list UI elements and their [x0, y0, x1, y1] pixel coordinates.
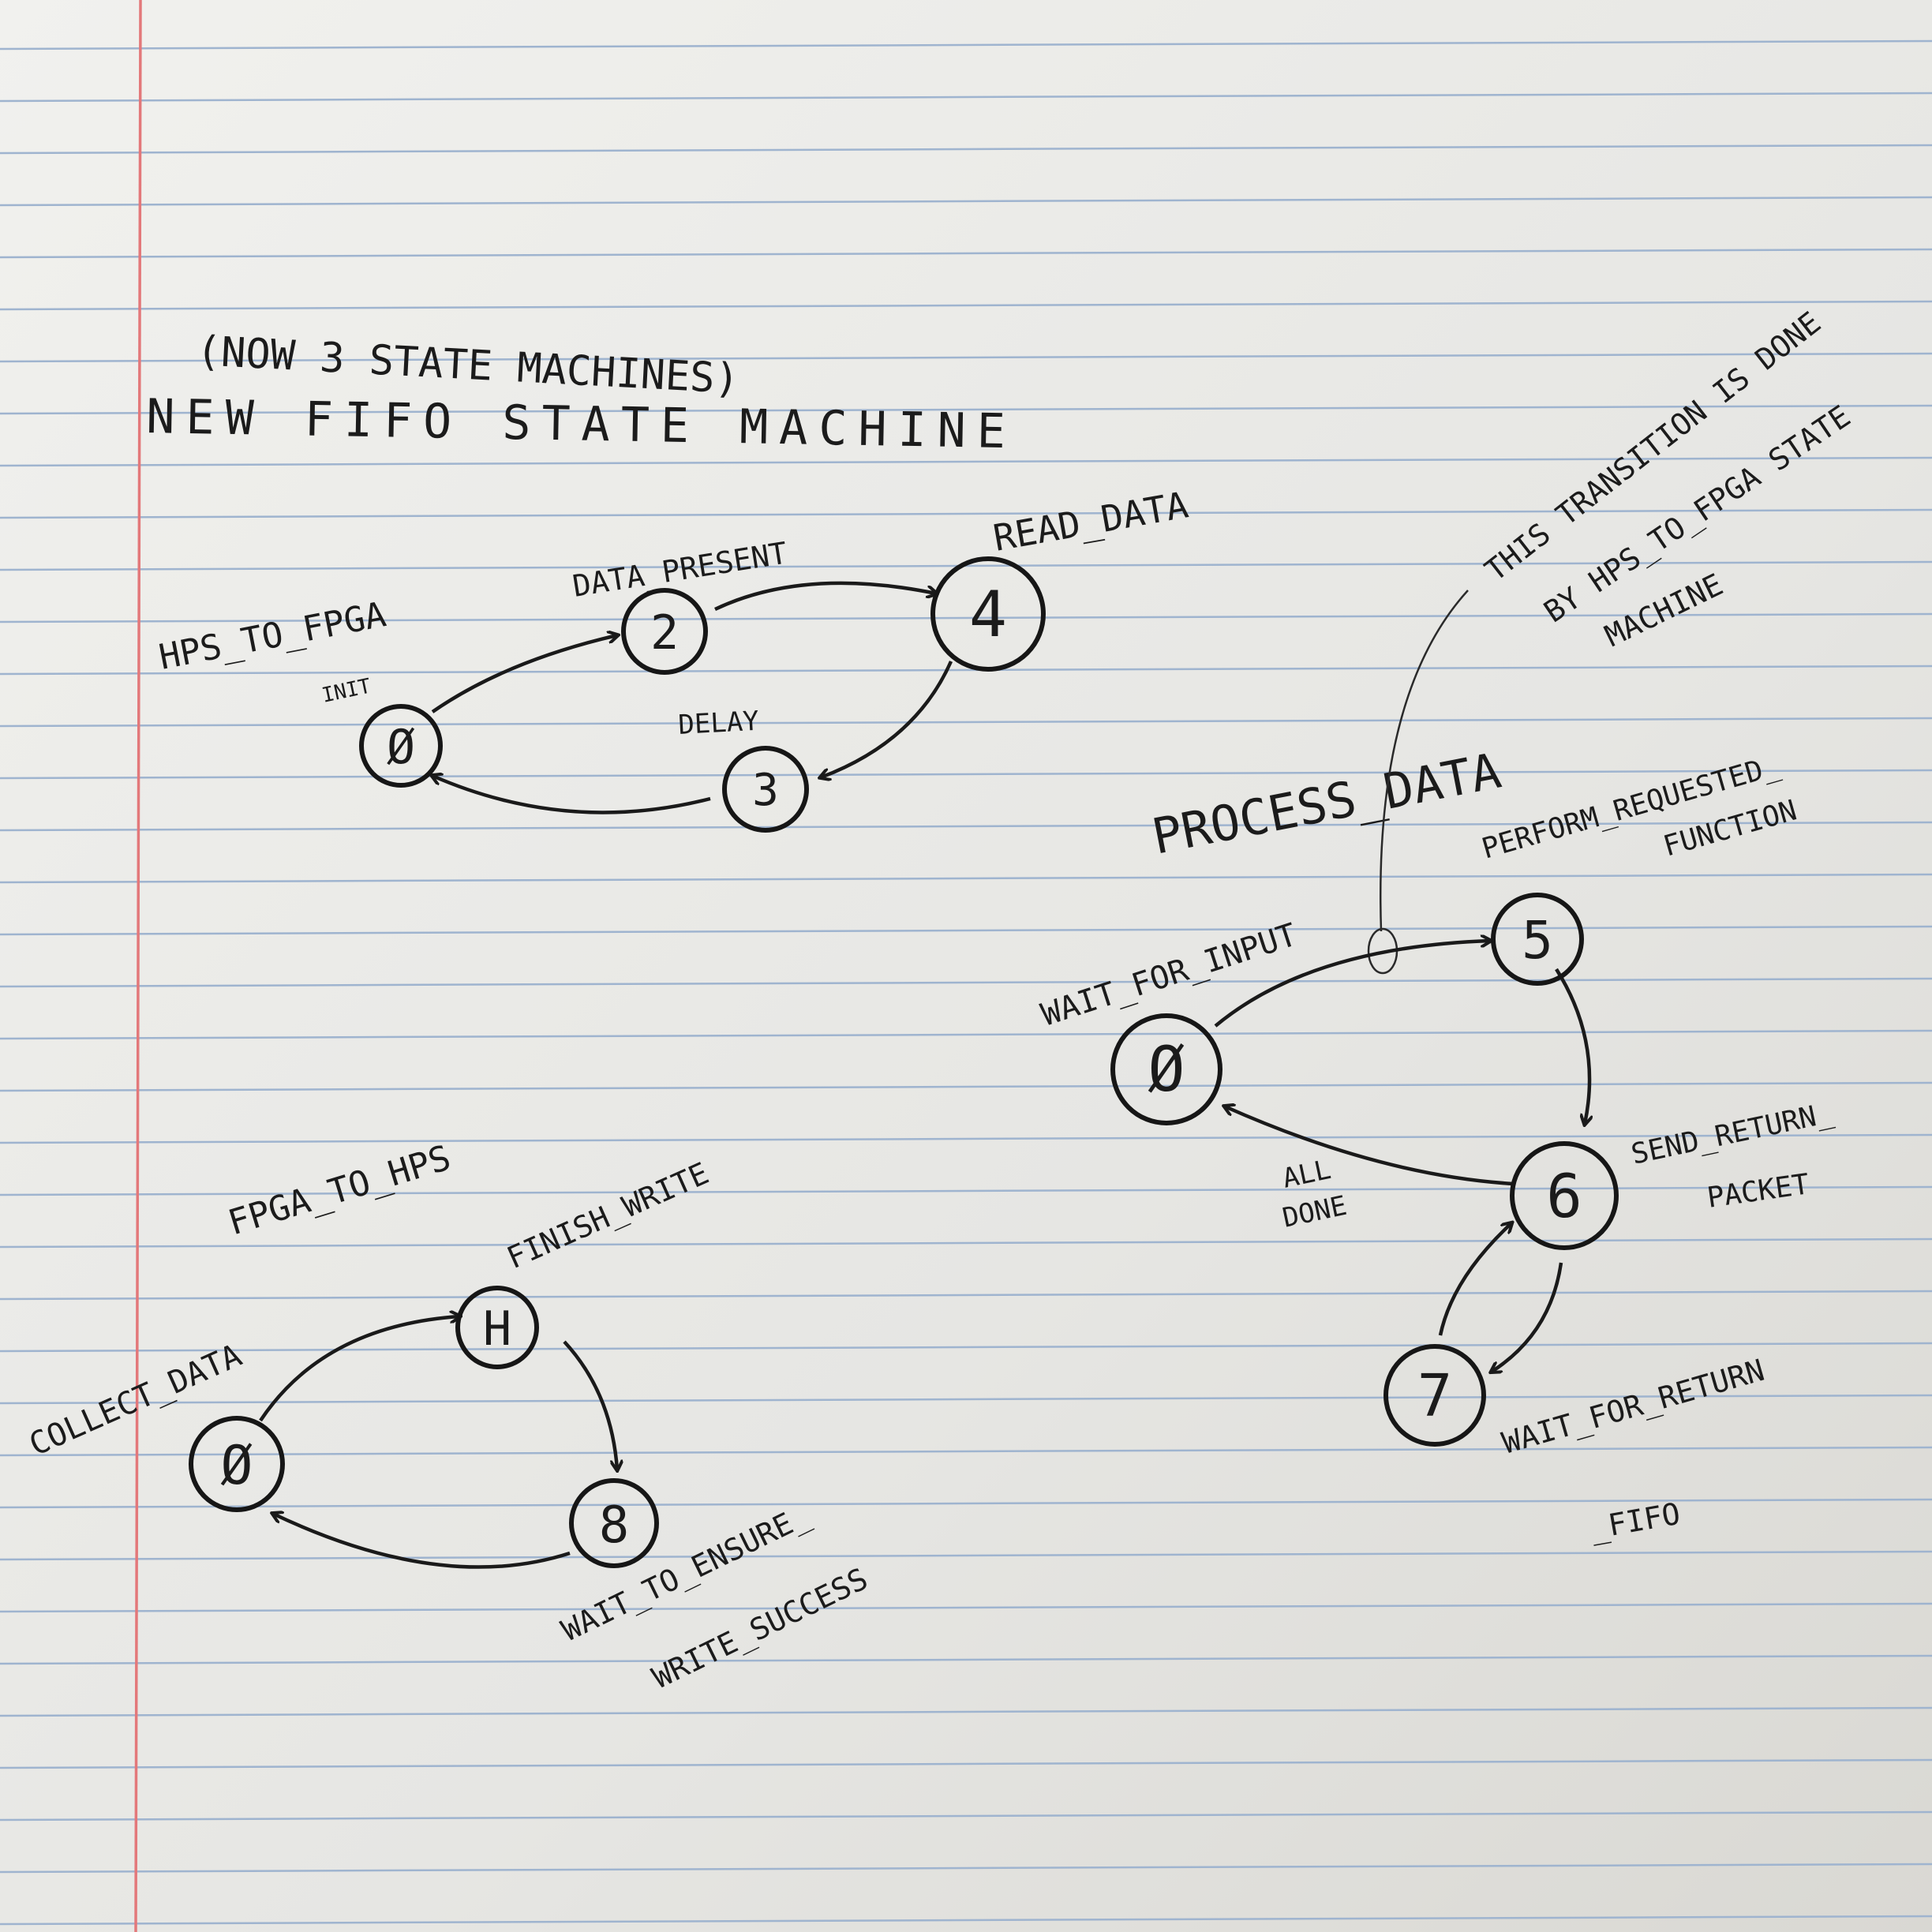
edge-0-to-5	[1214, 941, 1490, 1028]
edge-8-to-0	[273, 1514, 571, 1569]
edge-5-to-6	[1555, 968, 1589, 1124]
state-num: 5	[1522, 910, 1553, 971]
ruled-line	[0, 456, 1932, 467]
state-2-data-present: 2	[621, 588, 708, 675]
ruled-line	[0, 1394, 1932, 1405]
ruled-line	[0, 1498, 1932, 1509]
ruled-line	[0, 1758, 1932, 1769]
margin-line	[134, 0, 142, 1932]
state-0-init: Ø	[359, 704, 443, 788]
edge-0-to-h	[259, 1316, 459, 1422]
state-6-send-return-packet: 6	[1510, 1141, 1619, 1250]
edge-3-to-0	[432, 776, 711, 814]
ruled-line	[0, 717, 1932, 728]
ruled-line	[0, 508, 1932, 519]
ruled-line	[0, 873, 1932, 884]
ruled-line	[0, 769, 1932, 780]
edge-0-to-2	[431, 635, 617, 713]
ruled-line	[0, 248, 1932, 259]
edge-6-to-7	[1492, 1262, 1563, 1372]
annotation-pointer	[1380, 590, 1469, 932]
ruled-line	[0, 560, 1932, 571]
ruled-lines	[0, 39, 1932, 1926]
state-3-delay: 3	[722, 746, 809, 833]
ruled-line	[0, 196, 1932, 207]
state-num: Ø	[387, 720, 415, 775]
ruled-line	[0, 821, 1932, 832]
state-num: Ø	[221, 1435, 253, 1497]
ruled-line	[0, 1446, 1932, 1457]
state-7-wait-for-return-fifo: 7	[1383, 1344, 1486, 1447]
edge-7-to-6	[1438, 1223, 1511, 1336]
state-4-read-data: 4	[930, 556, 1046, 672]
ruled-line	[0, 1602, 1932, 1613]
ruled-line	[0, 1654, 1932, 1665]
ruled-line	[0, 1081, 1932, 1092]
ruled-line	[0, 300, 1932, 311]
ruled-line	[0, 39, 1932, 51]
state-num: 6	[1546, 1161, 1582, 1231]
ruled-line	[0, 925, 1932, 936]
ruled-line	[0, 1290, 1932, 1301]
state-num: H	[483, 1301, 511, 1357]
ruled-line	[0, 1237, 1932, 1249]
ruled-line	[0, 404, 1932, 415]
state-8-wait-to-ensure-write-success: 8	[569, 1478, 659, 1568]
ruled-line	[0, 1550, 1932, 1561]
ruled-line	[0, 1863, 1932, 1874]
ruled-line	[0, 665, 1932, 676]
state-num: 3	[752, 765, 779, 816]
edge-2-to-4	[714, 581, 936, 612]
state-0-wait-for-input: Ø	[1110, 1013, 1222, 1125]
ruled-line	[0, 612, 1932, 623]
state-num: 8	[599, 1496, 630, 1555]
ruled-line	[0, 1342, 1932, 1353]
state-num: 4	[969, 578, 1007, 651]
ruled-line	[0, 352, 1932, 363]
edge-6-to-0	[1225, 1106, 1515, 1186]
state-num: 7	[1417, 1362, 1453, 1430]
ruled-line	[0, 1133, 1932, 1144]
ruled-line	[0, 1810, 1932, 1822]
state-label-delay: DELAY	[677, 706, 759, 741]
state-h-finish-write: H	[455, 1286, 539, 1369]
state-num: Ø	[1148, 1035, 1185, 1106]
edge-4-to-3	[821, 661, 953, 777]
edge-h-to-8	[563, 1340, 617, 1470]
ruled-line	[0, 977, 1932, 988]
ruled-line	[0, 1706, 1932, 1717]
state-0-collect-data: Ø	[189, 1416, 285, 1512]
ruled-line	[0, 92, 1932, 103]
ruled-line	[0, 1915, 1932, 1926]
ruled-line	[0, 1185, 1932, 1196]
state-5-perform-requested-function: 5	[1491, 893, 1584, 986]
ruled-line	[0, 1029, 1932, 1040]
state-num: 2	[650, 605, 679, 661]
ruled-line	[0, 144, 1932, 155]
